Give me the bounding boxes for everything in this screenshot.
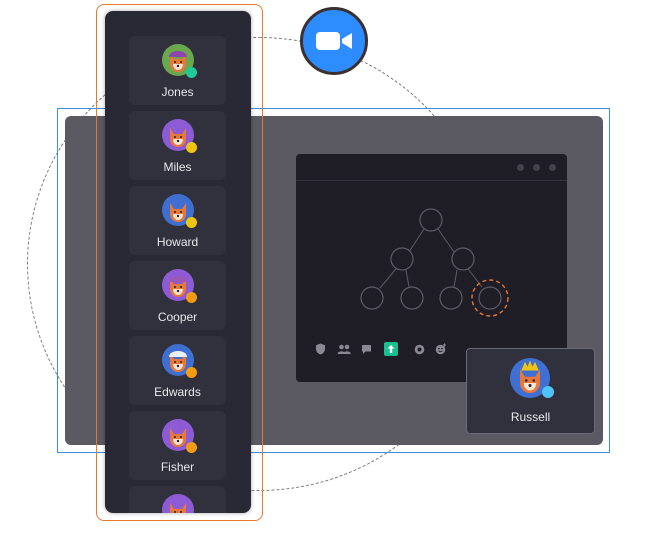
shared-screen-window xyxy=(296,154,567,382)
participant-name: Miles xyxy=(163,160,192,174)
fox-avatar-icon xyxy=(170,203,186,222)
participants-icon[interactable] xyxy=(336,342,352,356)
coin-icon xyxy=(186,142,197,153)
window-dot xyxy=(549,164,556,171)
fox-avatar-icon xyxy=(170,128,186,147)
lightning-icon xyxy=(186,292,197,303)
participant-name: Jones xyxy=(161,85,194,99)
fox-avatar-icon xyxy=(170,503,186,513)
lightning-icon xyxy=(186,367,197,378)
avatar xyxy=(162,494,194,513)
participant-name: Edwards xyxy=(154,385,201,399)
share-screen-icon[interactable] xyxy=(384,342,398,356)
tree-node xyxy=(439,286,463,310)
participant-name: Howard xyxy=(156,235,199,249)
participant-name: Fisher xyxy=(160,460,195,474)
tree-node xyxy=(451,247,475,271)
tree-diagram xyxy=(360,208,509,317)
coin-icon xyxy=(186,217,197,228)
participant-tile[interactable] xyxy=(129,486,226,513)
meeting-toolbar xyxy=(296,342,567,362)
lightning-icon xyxy=(186,442,197,453)
sidebar-highlight-outline xyxy=(96,4,263,521)
fox-avatar-icon xyxy=(170,428,186,447)
meeting-window-frame xyxy=(57,108,610,453)
fox-avatar-icon xyxy=(520,360,540,393)
floating-participant-tile[interactable]: Russell xyxy=(466,348,595,434)
tree-node xyxy=(419,208,443,232)
avatar xyxy=(162,44,197,78)
participant-tile[interactable]: Edwards xyxy=(129,336,226,405)
avatar xyxy=(162,119,197,153)
avatar xyxy=(162,344,197,378)
participant-tile[interactable]: Howard xyxy=(129,186,226,255)
fox-avatar-icon xyxy=(169,351,187,372)
fox-avatar-icon xyxy=(169,276,187,297)
participant-tile[interactable]: Miles xyxy=(129,111,226,180)
tree-node xyxy=(360,286,384,310)
diamond-icon xyxy=(542,386,554,398)
tree-node xyxy=(478,286,502,310)
window-dot xyxy=(517,164,524,171)
reactions-icon[interactable] xyxy=(434,342,448,356)
participant-name: Cooper xyxy=(157,310,198,324)
video-camera-icon xyxy=(316,32,352,50)
participant-tile[interactable]: Jones xyxy=(129,36,226,105)
gem-icon xyxy=(186,67,197,78)
record-icon[interactable] xyxy=(412,342,426,356)
participant-tile[interactable]: Fisher xyxy=(129,411,226,480)
participant-tile[interactable]: Cooper xyxy=(129,261,226,330)
crown-icon xyxy=(521,360,539,371)
avatar xyxy=(162,269,197,303)
avatar xyxy=(162,194,197,228)
participant-name: Russell xyxy=(510,410,551,424)
chat-icon[interactable] xyxy=(359,342,373,356)
avatar xyxy=(162,419,197,453)
tree-node xyxy=(400,286,424,310)
shield-icon[interactable] xyxy=(313,342,327,356)
window-dot xyxy=(533,164,540,171)
zoom-logo xyxy=(300,7,368,75)
highlight-ring xyxy=(471,279,509,317)
shared-window-titlebar xyxy=(296,154,567,181)
fox-avatar-icon xyxy=(169,51,187,72)
avatar xyxy=(510,358,554,398)
tree-node xyxy=(390,247,414,271)
